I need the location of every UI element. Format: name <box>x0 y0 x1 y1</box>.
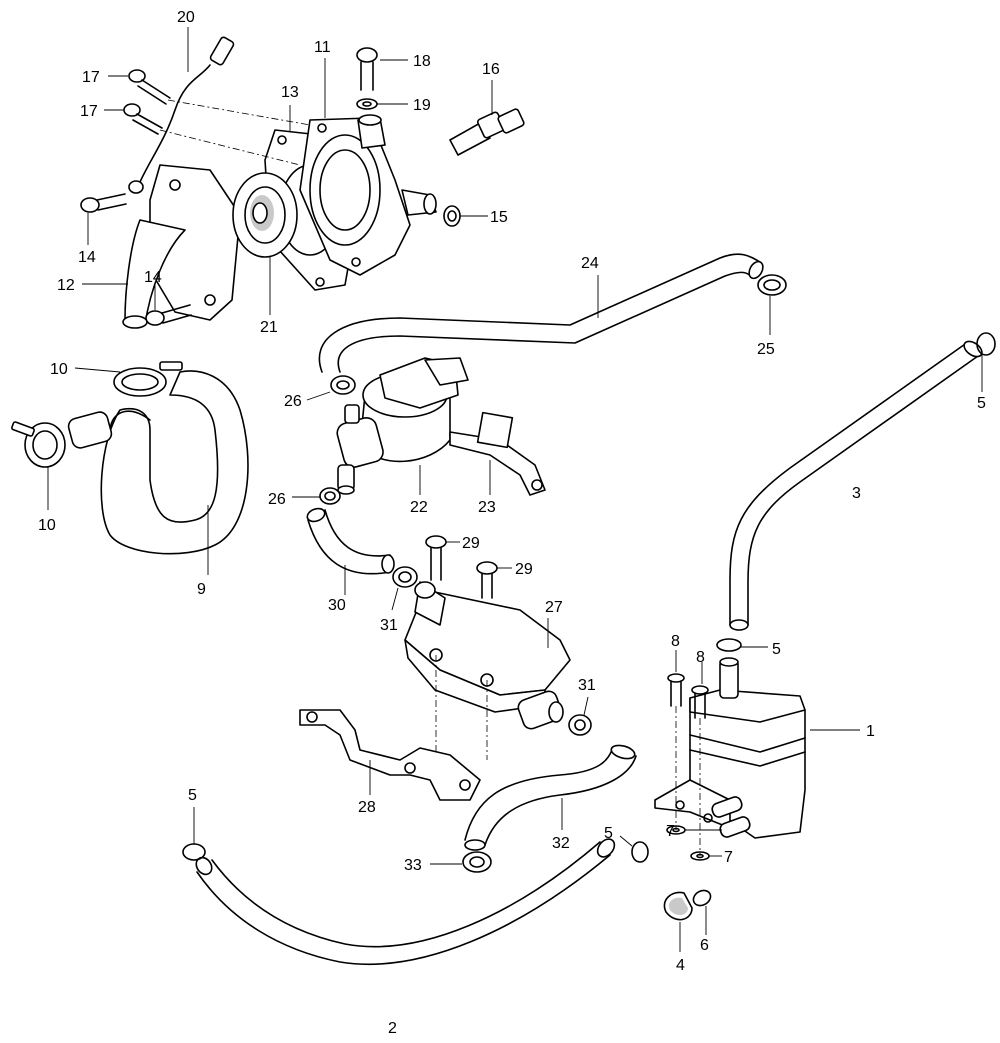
part-4-cap <box>663 891 693 952</box>
callout-30: 30 <box>328 597 346 614</box>
callout-8a: 8 <box>671 633 680 650</box>
part-19-washer <box>356 98 408 110</box>
part-18-bolt <box>356 47 408 91</box>
callout-8b: 8 <box>696 649 705 666</box>
callout-4: 4 <box>676 957 685 974</box>
callout-26a: 26 <box>284 393 302 410</box>
callout-5c: 5 <box>188 787 197 804</box>
callout-23: 23 <box>478 499 496 516</box>
part-2-lower-hose <box>195 838 616 966</box>
part-31-clamps <box>391 566 592 736</box>
part-27-valve-body <box>404 581 571 730</box>
part-20-sender-wire <box>128 27 235 194</box>
part-8-screws <box>667 650 709 856</box>
callout-17b: 17 <box>80 103 98 120</box>
callout-24: 24 <box>581 255 599 272</box>
part-16-sensor <box>449 80 525 156</box>
part-33-clamp <box>430 851 492 873</box>
part-5-clamps <box>182 332 996 863</box>
part-25-clamp <box>757 274 787 335</box>
callout-10a: 10 <box>50 361 68 378</box>
part-26-clamps <box>292 375 356 505</box>
callout-7a: 7 <box>666 823 675 840</box>
callout-29b: 29 <box>515 561 533 578</box>
callout-28: 28 <box>358 799 376 816</box>
callout-labels: 1 2 3 4 5 5 5 5 6 7 7 8 8 9 10 10 11 12 … <box>38 9 986 1037</box>
callout-5b: 5 <box>772 641 781 658</box>
part-11-thermostat-housing <box>299 58 437 276</box>
part-3-right-hose <box>729 340 983 631</box>
part-28-bracket <box>299 709 481 801</box>
callout-32: 32 <box>552 835 570 852</box>
part-32-hose <box>464 744 637 851</box>
callout-31b: 31 <box>578 677 596 694</box>
callout-18: 18 <box>413 53 431 70</box>
callout-5a: 5 <box>977 395 986 412</box>
callout-5d: 5 <box>604 825 613 842</box>
part-9-formed-hose <box>67 370 249 575</box>
part-22-valve <box>336 357 469 495</box>
callout-27: 27 <box>545 599 563 616</box>
callout-14a: 14 <box>78 249 96 266</box>
callout-29a: 29 <box>462 535 480 552</box>
part-24-upper-hose <box>318 253 764 373</box>
part-17-bolts <box>104 69 311 166</box>
part-30-small-hose <box>306 507 395 595</box>
callout-19: 19 <box>413 97 431 114</box>
part-1-tank <box>654 657 860 839</box>
callout-11: 11 <box>314 39 331 56</box>
part-12-outlet-housing <box>82 164 241 329</box>
callout-25: 25 <box>757 341 775 358</box>
callout-15: 15 <box>490 209 508 226</box>
part-23-bracket <box>449 411 546 496</box>
callout-20: 20 <box>177 9 195 26</box>
callout-3: 3 <box>852 485 861 502</box>
callout-10b: 10 <box>38 517 56 534</box>
callout-17a: 17 <box>82 69 100 86</box>
part-10-clamps <box>11 361 183 510</box>
callout-6: 6 <box>700 937 709 954</box>
part-15-o-ring <box>443 205 488 227</box>
callout-26b: 26 <box>268 491 286 508</box>
callout-31a: 31 <box>380 617 398 634</box>
part-6-clip <box>692 889 712 935</box>
callout-22: 22 <box>410 499 428 516</box>
part-7-washers <box>666 825 722 861</box>
callout-7b: 7 <box>724 849 733 866</box>
callout-33: 33 <box>404 857 422 874</box>
callout-16: 16 <box>482 61 500 78</box>
callout-13: 13 <box>281 84 299 101</box>
part-29-bolts <box>425 535 512 760</box>
part-14-bolts <box>80 193 192 326</box>
part-21-thermostat <box>232 172 298 315</box>
callout-14b: 14 <box>144 269 162 286</box>
callout-21: 21 <box>260 319 278 336</box>
callout-1: 1 <box>866 723 875 740</box>
callout-12: 12 <box>57 277 75 294</box>
callout-9: 9 <box>197 581 206 598</box>
callout-2: 2 <box>388 1020 397 1037</box>
